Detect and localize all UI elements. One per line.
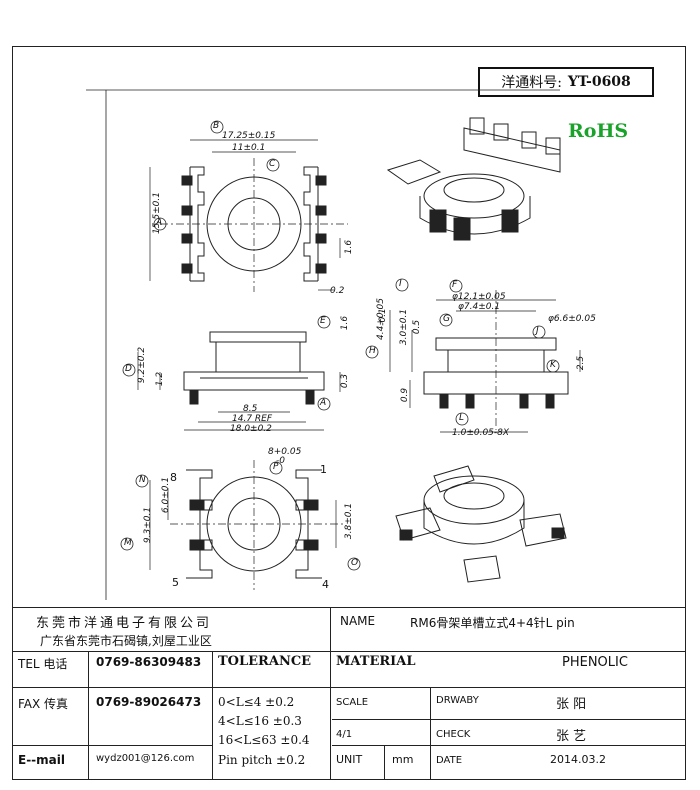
dim-B: 17.25±0.15 — [222, 131, 276, 141]
label-O: O — [351, 558, 359, 568]
tolerance-row-4: Pin pitch ±0.2 — [218, 753, 306, 767]
label-E: E — [320, 316, 326, 326]
label-A-side: A — [320, 398, 327, 408]
check-label: CHECK — [436, 729, 471, 740]
label-H: H — [369, 346, 376, 356]
title-block: 东莞市洋通电子有限公司 广东省东莞市石碣镇,刘屋工业区 NAME RM6骨架单槽… — [12, 607, 686, 780]
pin-1-label: 1 — [320, 463, 327, 476]
label-F: F — [452, 280, 458, 290]
dim-1.6-top: 1.6 — [344, 239, 355, 255]
label-M: M — [124, 538, 132, 548]
tolerance-row-2: 4<L≤16 ±0.3 — [218, 714, 302, 728]
dim-0.9: 0.9 — [400, 387, 411, 403]
pin-8-label: 8 — [170, 471, 177, 484]
top-view — [149, 120, 348, 292]
part-number-box: 洋通料号: YT-0608 — [478, 67, 654, 97]
date-value: 2014.03.2 — [550, 753, 606, 766]
dim-3.0: 3.0±0.1 — [399, 308, 410, 346]
front-view — [365, 278, 581, 433]
isometric-view-bottom — [395, 465, 567, 583]
tb-line — [330, 607, 331, 780]
material-value: PHENOLIC — [562, 655, 628, 670]
label-B: B — [213, 121, 220, 131]
pin-5-label: 5 — [172, 576, 179, 589]
dim-2.5: 2.5 — [576, 355, 587, 371]
tb-line — [332, 719, 686, 720]
tolerance-row-1: 0<L≤4 ±0.2 — [218, 695, 295, 709]
tb-line — [384, 745, 385, 780]
dim-P: 8+0.05 — [268, 447, 302, 457]
dim-0.3: 0.3 — [340, 373, 351, 389]
dim-M: 9.3±0.1 — [143, 506, 154, 544]
dim-C: 11±0.1 — [232, 143, 266, 153]
tolerance-label: TOLERANCE — [218, 654, 312, 669]
tel-label: TEL 电话 — [18, 657, 68, 671]
name-value: RM6骨架单槽立式4+4针L pin — [410, 616, 575, 630]
dim-F2: φ7.4±0.1 — [458, 302, 501, 312]
label-L: L — [459, 413, 465, 423]
company-address: 广东省东莞市石碣镇,刘屋工业区 — [40, 634, 212, 648]
email-label: E--mail — [18, 753, 65, 767]
check-value: 张 艺 — [556, 729, 587, 744]
fax-label: FAX 传真 — [18, 697, 69, 711]
dim-Pb: -0 — [276, 456, 285, 466]
side-view — [122, 315, 341, 431]
dim-A: 15.5±0.1 — [151, 192, 162, 234]
dim-F1: φ12.1±0.05 — [452, 292, 506, 302]
dim-18: 18.0±0.2 — [230, 424, 272, 434]
label-N: N — [139, 475, 146, 485]
dim-14.7: 14.7 REF — [232, 414, 273, 424]
dim-L: 1.0±0.05-8X — [452, 428, 510, 438]
unit-label: UNIT — [336, 753, 363, 766]
dim-1.6-side: 1.6 — [340, 315, 351, 331]
tb-line — [12, 651, 686, 652]
dim-D: 9.2±0.2 — [137, 346, 148, 384]
date-label: DATE — [436, 755, 463, 766]
material-label: MATERIAL — [336, 654, 416, 669]
label-P: P — [273, 462, 279, 472]
drawby-value: 张 阳 — [556, 697, 587, 712]
label-I: I — [399, 279, 402, 289]
label-C: C — [269, 159, 276, 169]
dim-1.2: 1.2 — [155, 371, 166, 387]
dim-0.5: 0.5 — [412, 319, 423, 335]
tb-line — [12, 687, 686, 688]
tb-line — [12, 607, 686, 608]
bottom-view — [120, 460, 361, 590]
tb-line — [12, 745, 212, 746]
part-number-label: 洋通料号: — [501, 75, 562, 91]
unit-value: mm — [392, 753, 414, 766]
label-J: J — [536, 326, 539, 336]
pin-4-label: 4 — [322, 578, 329, 591]
drawing-frame — [12, 46, 686, 780]
tb-line — [430, 687, 431, 780]
name-label: NAME — [340, 614, 376, 628]
rohs-mark: RoHS — [568, 120, 629, 142]
isometric-view-top — [386, 117, 561, 241]
fax-value: 0769-89026473 — [96, 695, 202, 709]
tb-line — [212, 651, 213, 780]
part-number-value: YT-0608 — [567, 74, 631, 90]
label-G: G — [443, 314, 450, 324]
company-name: 东莞市洋通电子有限公司 — [36, 616, 213, 631]
tb-line — [88, 651, 89, 780]
dim-0.2: 0.2 — [330, 286, 345, 296]
tolerance-row-3: 16<L≤63 ±0.4 — [218, 733, 310, 747]
dim-H1b: -0.1 — [377, 308, 388, 326]
email-value: wydz001@126.com — [96, 753, 195, 764]
tb-line — [332, 745, 686, 746]
dim-J: φ6.6±0.05 — [548, 314, 596, 324]
dim-O: 3.8±0.1 — [344, 502, 355, 540]
label-D: D — [125, 364, 132, 374]
scale-value: 4/1 — [336, 729, 353, 740]
dim-8.5: 8.5 — [243, 404, 258, 414]
tel-value: 0769-86309483 — [96, 655, 202, 669]
drawby-label: DRWABY — [436, 695, 479, 706]
label-A: A — [156, 218, 163, 228]
label-K: K — [550, 360, 556, 370]
scale-label: SCALE — [336, 697, 369, 708]
